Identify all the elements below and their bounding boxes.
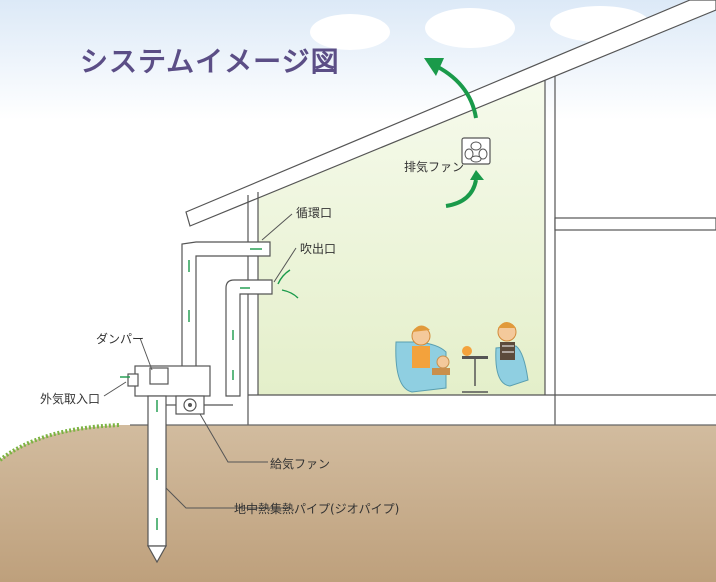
ground: [0, 425, 716, 582]
geothermal-pipe-label: 地中熱集熱パイプ(ジオパイプ): [234, 502, 400, 516]
outlet-label: 吹出口: [300, 242, 337, 256]
geo-pipe-tip: [146, 545, 168, 564]
small-flow-arrows: [120, 248, 299, 530]
people-illustration: [395, 322, 529, 393]
damper: [149, 367, 169, 385]
flow-arrowheads: [424, 58, 484, 180]
leader-lines: [103, 213, 297, 509]
exhaust-fan-label: 排気ファン: [404, 160, 465, 174]
roof: [185, 0, 716, 227]
clouds: [310, 6, 650, 50]
circulation-port-label: 循環口: [296, 206, 333, 220]
damper-label: ダンパー: [96, 332, 145, 346]
diagram-title: システムイメージ図: [80, 45, 340, 78]
grass-edge: [0, 423, 121, 462]
intake-hood: [127, 373, 139, 387]
exhaust-fan-icon: [461, 137, 491, 165]
damper-box: [134, 365, 211, 397]
supply-fan-label: 給気ファン: [270, 457, 331, 471]
outdoor-air-intake-label: 外気取入口: [40, 392, 101, 406]
supply-fan-icon: [183, 398, 197, 412]
outlet-duct: [225, 279, 273, 397]
